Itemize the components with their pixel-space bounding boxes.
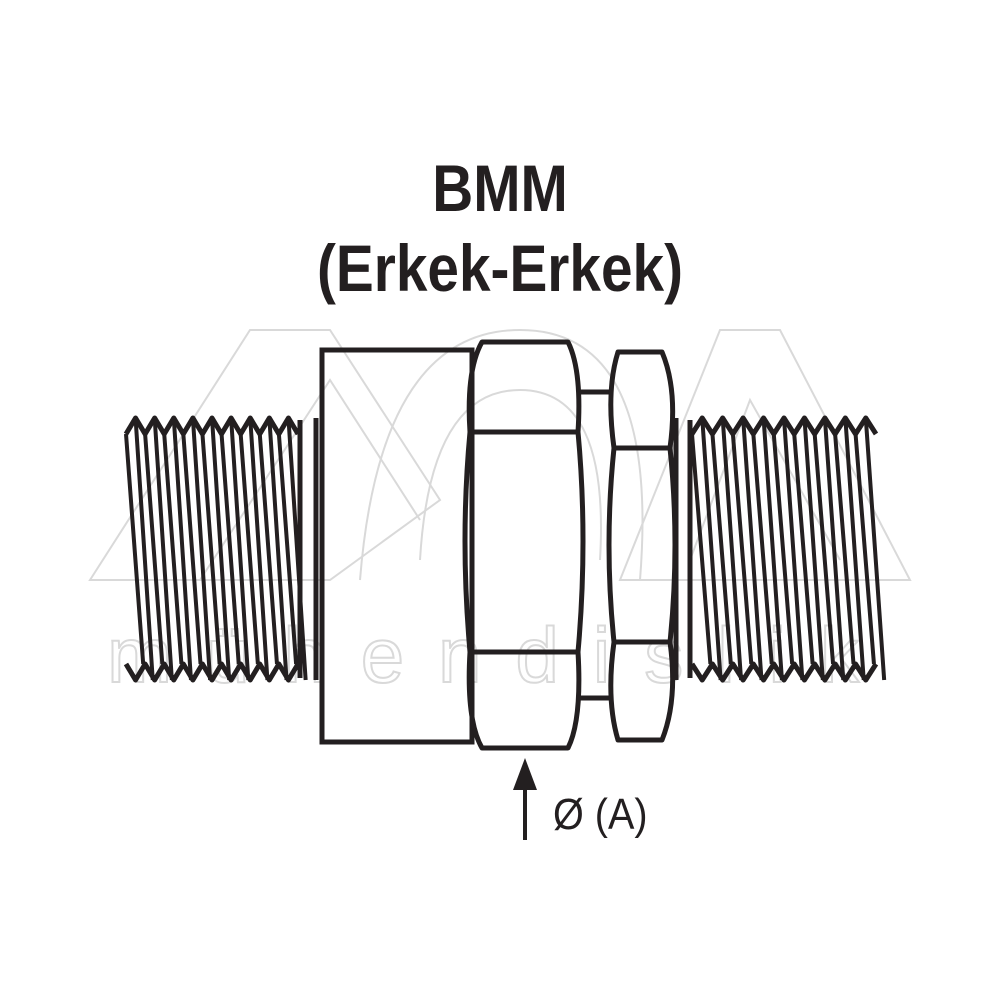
dimension-arrow [513, 758, 537, 840]
title-block: BMM (Erkek-Erkek) [0, 150, 1000, 310]
title-subtitle: (Erkek-Erkek) [316, 231, 684, 305]
left-collar [319, 347, 475, 745]
middle-neck [580, 389, 612, 701]
dimension-label: Ø (A) [553, 790, 648, 839]
title-main: BMM [432, 151, 568, 225]
right-thread [673, 415, 887, 683]
large-hex-nut [462, 339, 586, 751]
left-thread [123, 415, 319, 683]
watermark-text: mühendislik [107, 611, 893, 699]
